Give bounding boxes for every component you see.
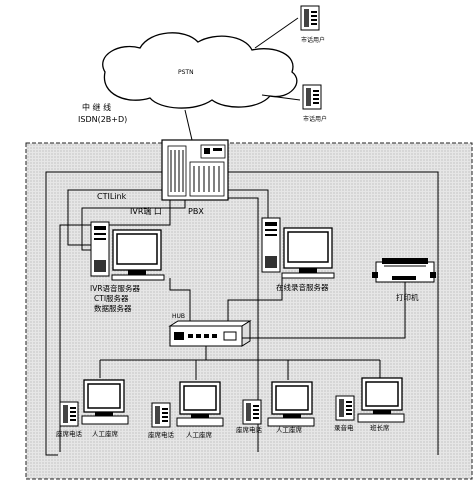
agent-phone-icon [59, 401, 79, 427]
printer-label: 打印机 [396, 292, 419, 302]
pbx-to-recording-line [228, 189, 269, 218]
pbx-left-trunk [45, 171, 162, 456]
workstation-1 [59, 379, 129, 427]
trunk-line [184, 109, 193, 141]
isdn-label: ISDN(2B+D) [78, 115, 127, 124]
supervisor-pc-icon [357, 377, 405, 423]
recording-phone-icon [335, 395, 355, 421]
bottom-user-label: 市话用户 [303, 115, 327, 123]
ws-2-phone-label: 座席电话 [148, 430, 175, 439]
cloud-to-bottom-user-link [261, 94, 301, 101]
hub-device [168, 320, 252, 347]
ivr-server-computer [90, 221, 165, 281]
agent-pc-icon [267, 381, 315, 427]
top-user-label: 市话用户 [301, 36, 325, 44]
hub-to-recording-server [227, 278, 283, 321]
recording-server-label: 在线录音服务器 [276, 282, 329, 292]
pbx-right-trunk [228, 171, 439, 455]
ivr-server-line-2: CTI服务器 [94, 293, 129, 303]
agent-phone-icon [151, 402, 171, 428]
ws-1-phone-label: 座席电话 [56, 429, 83, 438]
ws-1-pc-label: 人工座席 [92, 429, 119, 438]
ws-2-pc-label: 人工座席 [186, 430, 213, 439]
pbx-switch [161, 139, 229, 201]
ws-3-pc-label: 人工座席 [276, 425, 303, 434]
printer-icon [372, 258, 436, 283]
pbx-label: PBX [188, 207, 204, 216]
pstn-label: PSTN [178, 69, 194, 76]
hub-label: HUB [172, 313, 185, 320]
hub-to-ivr-server [169, 278, 191, 321]
trunk-label: 中 继 线 [82, 102, 111, 112]
agent-phone-icon [242, 399, 262, 425]
pstn-cloud [102, 32, 298, 109]
bottom-user-phone-icon [302, 84, 322, 110]
ivr-port-line [81, 200, 186, 251]
agent-pc-icon [176, 381, 224, 427]
ivr-port-label: IVR端 口 [130, 206, 162, 216]
ws-3-phone-label: 座席电话 [236, 425, 263, 434]
ws-4-phone-label: 录音电 [334, 423, 354, 432]
ivr-server-line-3: 数据服务器 [94, 303, 132, 313]
ws-4-pc-label: 班长席 [370, 423, 390, 432]
cti-link-label: CTILink [97, 192, 127, 201]
pbx-inner-left-line [59, 200, 171, 452]
hub-to-printer [242, 282, 406, 339]
ivr-server-line-1: IVR语音服务器 [90, 283, 141, 293]
cloud-to-top-user-link [254, 17, 299, 49]
workstation-2 [151, 381, 224, 428]
agent-pc-icon [81, 379, 129, 425]
workstation-3 [242, 381, 315, 427]
pbx-inner-right-line [228, 197, 259, 452]
top-user-phone-icon [300, 5, 320, 31]
recording-server-computer [261, 217, 335, 279]
workstation-4 [335, 377, 405, 423]
